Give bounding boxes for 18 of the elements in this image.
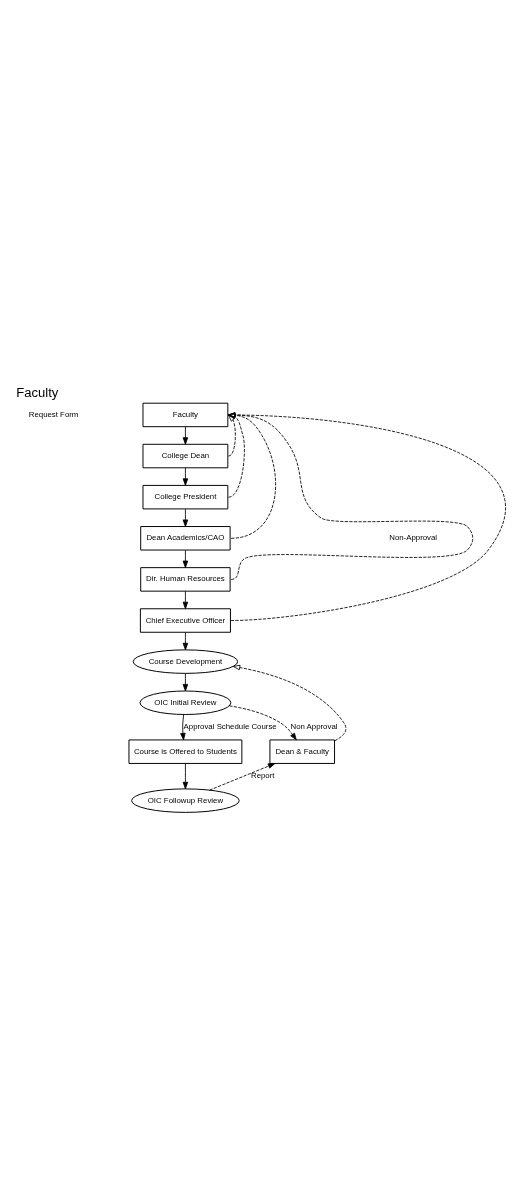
arrow [228,412,474,580]
arrow [232,664,347,742]
arrow [182,549,189,568]
arrow [182,632,189,651]
arrow [182,508,189,527]
arrow [182,590,189,610]
arrow [180,714,186,741]
arrow [228,705,297,741]
arrow [182,467,189,486]
arrow [182,426,189,445]
arrow [182,763,189,790]
arrow [182,673,189,692]
arrow [228,412,506,621]
arrow [228,412,276,539]
arrow [209,763,276,791]
arrow [228,413,245,498]
diagram-title: Faculty [16,384,59,400]
arrow [228,414,236,457]
